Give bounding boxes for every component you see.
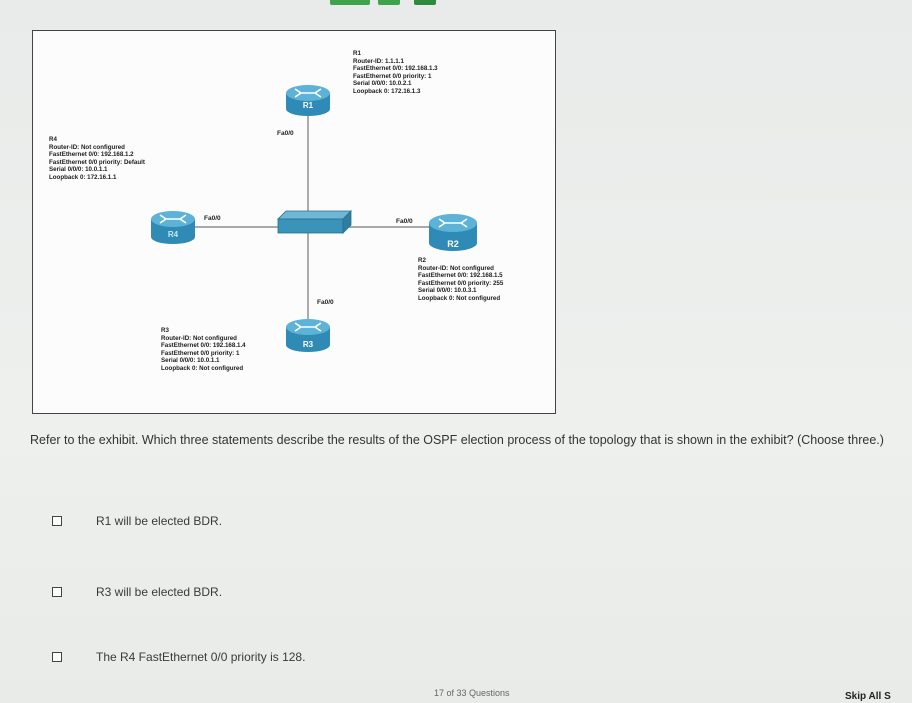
- svg-text:R4: R4: [168, 230, 179, 239]
- r1-info: R1 Router-ID: 1.1.1.1 FastEthernet 0/0: …: [353, 50, 438, 95]
- svg-text:R1: R1: [303, 101, 314, 110]
- r2-interface-label: Fa0/0: [396, 218, 413, 225]
- option-2[interactable]: R3 will be elected BDR.: [52, 585, 222, 599]
- router-r4-icon: R4: [151, 211, 195, 244]
- question-counter: 17 of 33 Questions: [434, 688, 510, 698]
- option-3[interactable]: The R4 FastEthernet 0/0 priority is 128.: [52, 650, 305, 664]
- r2-info: R2 Router-ID: Not configured FastEtherne…: [418, 257, 504, 302]
- skip-all-button[interactable]: Skip All S: [845, 691, 891, 702]
- switch-icon: [277, 210, 352, 234]
- option-2-checkbox[interactable]: [52, 587, 62, 597]
- r4-info: R4 Router-ID: Not configured FastEtherne…: [49, 136, 145, 181]
- router-r2-icon: R2: [429, 214, 477, 251]
- r3-interface-label: Fa0/0: [317, 299, 334, 306]
- option-1-label[interactable]: R1 will be elected BDR.: [96, 514, 223, 528]
- option-3-checkbox[interactable]: [52, 652, 62, 662]
- option-1-checkbox[interactable]: [52, 516, 62, 526]
- question-text: Refer to the exhibit. Which three statem…: [30, 433, 884, 447]
- option-3-label[interactable]: The R4 FastEthernet 0/0 priority is 128.: [96, 650, 306, 664]
- r3-info: R3 Router-ID: Not configured FastEtherne…: [161, 327, 246, 372]
- topology-diagram: R1 R4 R2 R3: [151, 85, 477, 352]
- router-r1-icon: R1: [286, 85, 330, 116]
- router-r3-icon: R3: [286, 319, 330, 352]
- svg-text:R2: R2: [447, 239, 459, 249]
- exhibit-topology: R1 R4 R2 R3 Fa0/0 Fa0/0 Fa0/0 Fa0/0: [32, 30, 556, 414]
- svg-text:R3: R3: [303, 340, 314, 349]
- r1-interface-label: Fa0/0: [277, 130, 294, 137]
- top-color-bar: [330, 0, 440, 5]
- r4-interface-label: Fa0/0: [204, 215, 221, 222]
- option-2-label[interactable]: R3 will be elected BDR.: [96, 585, 223, 599]
- option-1[interactable]: R1 will be elected BDR.: [52, 514, 222, 528]
